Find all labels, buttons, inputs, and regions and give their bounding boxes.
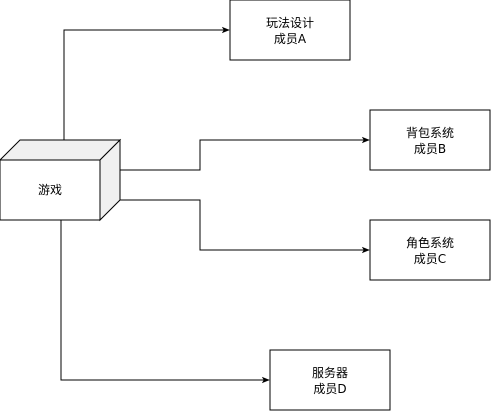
node-box (229, 0, 351, 61)
node-member: 成员C (414, 252, 446, 266)
node-title: 服务器 (312, 365, 348, 380)
node-member: 成员B (414, 142, 446, 156)
node-box (369, 109, 491, 171)
node-title: 角色系统 (406, 236, 454, 250)
root-node-label: 游戏 (38, 183, 62, 197)
node-member: 成员D (313, 382, 346, 396)
node-character-system[interactable]: 角色系统 成员C (369, 219, 491, 281)
node-server[interactable]: 服务器 成员D (269, 349, 391, 411)
cube-front (0, 159, 101, 221)
cube-top (0, 139, 122, 161)
connector-root-to-gameplay (63, 26, 230, 140)
node-title: 背包系统 (406, 126, 454, 140)
node-title: 玩法设计 (266, 16, 314, 30)
node-member: 成员A (274, 32, 307, 46)
node-gameplay-design[interactable]: 玩法设计 成员A (229, 0, 351, 61)
node-box (269, 349, 391, 411)
connector-root-to-server (60, 220, 270, 384)
node-box (369, 219, 491, 281)
root-node-game[interactable]: 游戏 (0, 138, 122, 222)
connector-root-to-inventory (120, 136, 370, 171)
connector-root-to-character (120, 199, 370, 254)
node-inventory-system[interactable]: 背包系统 成员B (369, 109, 491, 171)
